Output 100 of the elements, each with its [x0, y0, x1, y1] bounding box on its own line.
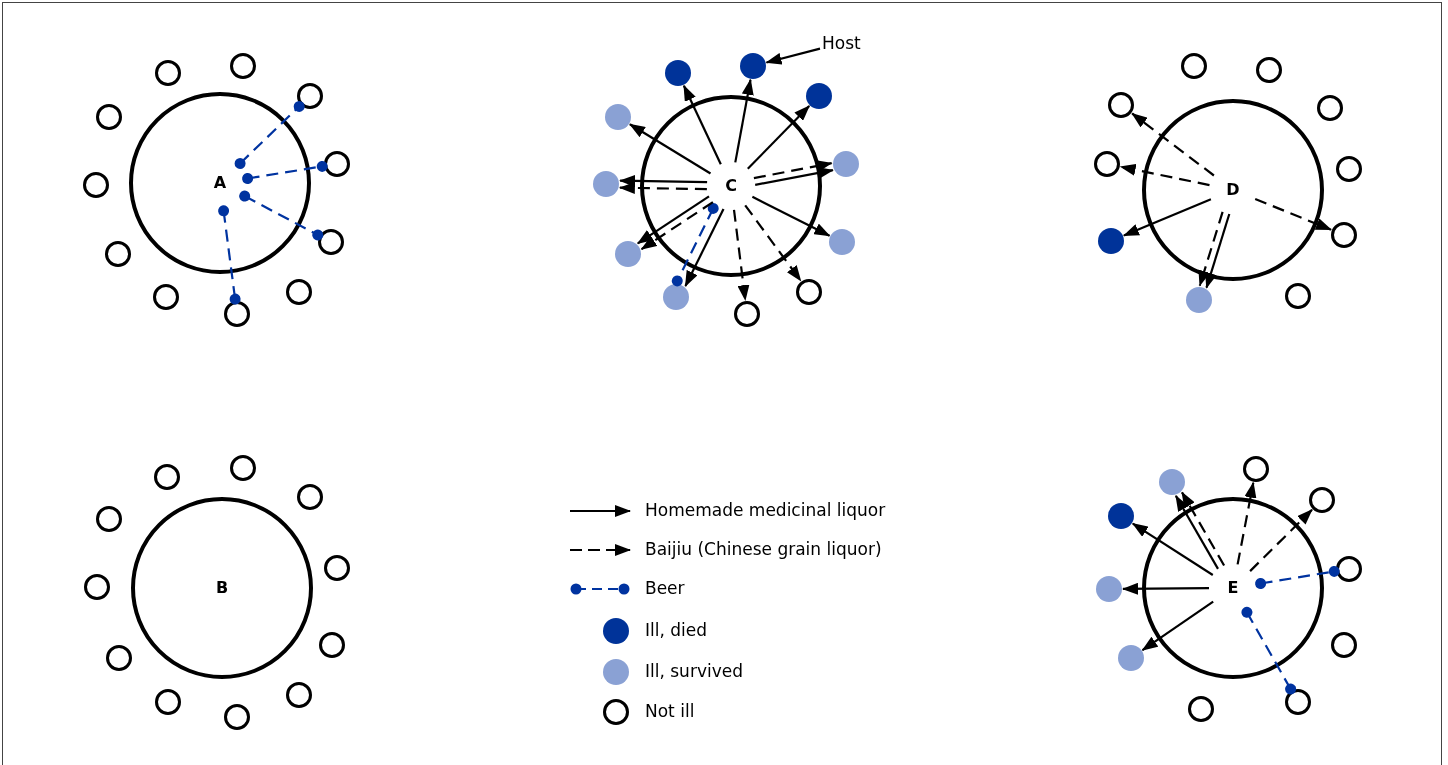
ill-survived-guest-dot [1096, 576, 1122, 602]
arrow [734, 78, 754, 163]
arrow [619, 174, 708, 187]
ill-survived-guest-dot [593, 171, 619, 197]
arrow [1174, 495, 1219, 570]
dashed-arrow [640, 201, 714, 251]
guest-ring [286, 279, 312, 305]
ill-died-guest-dot [665, 60, 691, 86]
table-letter: E [1227, 579, 1239, 597]
guest-ring [154, 464, 180, 490]
dashed-arrow [1198, 211, 1224, 287]
table-circle [1142, 497, 1324, 679]
dashed-arrow [618, 181, 707, 194]
guest-ring [319, 632, 345, 658]
guest-ring [230, 455, 256, 481]
table-letter: A [213, 174, 227, 192]
table-circle [129, 92, 311, 274]
dashed-arrow [732, 209, 750, 302]
dot-ended-line [234, 100, 305, 169]
arrow [1141, 600, 1214, 651]
ill-died-guest-dot [806, 83, 832, 109]
ill-survived-guest-dot [605, 104, 631, 130]
guest-ring [1331, 632, 1357, 658]
legend-label: Not ill [645, 701, 695, 721]
guest-ring [84, 574, 110, 600]
ill-died-guest-dot [1108, 503, 1134, 529]
guest-ring [1094, 151, 1120, 177]
table-circle [1142, 99, 1324, 281]
guest-ring [230, 53, 256, 79]
legend-label: Ill, died [645, 620, 708, 640]
arrow [629, 123, 712, 175]
arrow [755, 167, 834, 186]
guest-ring [106, 645, 132, 671]
dashed-arrow [1131, 112, 1215, 177]
arrow [751, 195, 831, 237]
arrow [1123, 198, 1212, 237]
guest-ring [318, 229, 344, 255]
callout-label: Host [822, 33, 861, 53]
arrow [682, 84, 722, 165]
dot-ended-line [242, 160, 328, 184]
guest-ring [734, 301, 760, 327]
ill-survived-guest-dot [615, 241, 641, 267]
guest-ring [1336, 156, 1362, 182]
dot-ended-line [671, 202, 719, 287]
dashed-arrow [753, 160, 833, 180]
dashed-arrow [1119, 163, 1210, 187]
ill-survived-guest-dot [663, 284, 689, 310]
ill-died-guest-dot [740, 53, 766, 79]
guest-ring [1285, 283, 1311, 309]
legend-label: Baijiu (Chinese grain liquor) [645, 539, 882, 559]
guest-ring [83, 172, 109, 198]
guest-ring [224, 301, 250, 327]
guest-ring [96, 104, 122, 130]
table-letter: C [725, 177, 737, 195]
arrow [1131, 522, 1214, 576]
guest-ring [155, 689, 181, 715]
arrow [747, 105, 810, 170]
dot-ended-line [239, 190, 324, 241]
guest-ring [1108, 92, 1134, 118]
arrow [684, 208, 725, 287]
arrow [636, 195, 710, 245]
dashed-arrow [1254, 198, 1332, 231]
dashed-arrow [1181, 491, 1226, 567]
guest-ring [297, 484, 323, 510]
guest-ring [96, 506, 122, 532]
legend-label: Ill, survived [645, 661, 743, 681]
guest-ring [796, 279, 822, 305]
ill-survived-guest-dot [1159, 469, 1185, 495]
ill-survived-guest-dot [1118, 645, 1144, 671]
guest-ring [297, 83, 323, 109]
arrow [1205, 213, 1231, 289]
guest-ring [1243, 456, 1269, 482]
dot-ended-line [218, 205, 241, 305]
ill-survived-guest-dot [829, 229, 855, 255]
arrow [1122, 582, 1209, 595]
guest-ring [1181, 53, 1207, 79]
legend-label: Homemade medicinal liquor [645, 500, 886, 520]
dashed-arrow [1249, 509, 1313, 572]
guest-ring [224, 704, 250, 730]
guest-ring [1317, 95, 1343, 121]
legend-label: Beer [645, 578, 685, 598]
dot-ended-line [1255, 565, 1340, 589]
ill-survived-guest-dot [1186, 287, 1212, 313]
table-circle [131, 497, 313, 679]
guest-ring [153, 284, 179, 310]
table-letter: D [1226, 181, 1240, 199]
guest-ring [1309, 487, 1335, 513]
ill-survived-guest-dot [833, 151, 859, 177]
arrow [765, 47, 821, 65]
guest-ring [324, 555, 350, 581]
ill-died-guest-dot [1098, 228, 1124, 254]
dashed-arrow [1236, 481, 1257, 565]
guest-ring [1188, 696, 1214, 722]
guest-ring [1336, 556, 1362, 582]
guest-ring [105, 241, 131, 267]
guest-ring [1331, 222, 1357, 248]
table-letter: B [215, 579, 229, 597]
guest-ring [1285, 689, 1311, 715]
dot-ended-line [1241, 606, 1297, 695]
guest-ring [155, 60, 181, 86]
